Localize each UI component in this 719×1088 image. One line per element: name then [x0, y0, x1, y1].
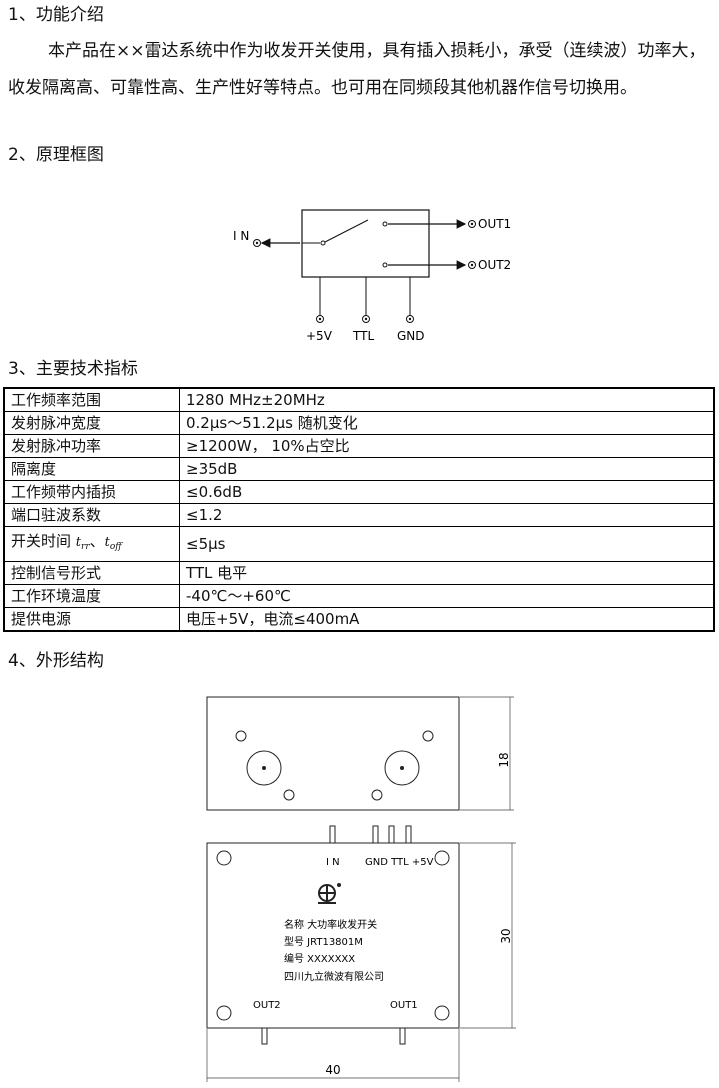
spec-value: 电压+5V，电流≤400mA [179, 607, 715, 632]
label-model-line: 型号 JRT13801M [284, 935, 363, 948]
label-serial-line: 编号 XXXXXXX [284, 952, 355, 965]
label-name-line: 名称 大功率收发开关 [284, 918, 377, 931]
top-view-body [206, 696, 460, 811]
spec-name: 工作频率范围 [3, 387, 180, 412]
mount-hole-icon [434, 850, 450, 866]
ttl-pin-icon [362, 315, 370, 323]
diagram-in-label: I N [233, 229, 249, 243]
gnd-pin [372, 825, 379, 844]
section-title-outline: 4、外形结构 [8, 651, 104, 671]
spec-value: ≥1200W， 10%占空比 [179, 434, 715, 458]
table-row: 开关时间 trr、toff ≤5μs [3, 526, 715, 562]
spec-name: 开关时间 [11, 532, 72, 550]
ttl-pin [388, 825, 395, 844]
dim-width: 40 [325, 1063, 340, 1077]
mount-hole-icon [283, 789, 295, 801]
dim-height-front: 30 [499, 928, 513, 943]
table-row: 发射脉冲功率≥1200W， 10%占空比 [3, 434, 715, 458]
section-title-diagram: 2、原理框图 [8, 145, 104, 165]
symbol-separator: 、 [89, 532, 105, 550]
out1-pin [399, 1027, 406, 1045]
intro-paragraph: 本产品在××雷达系统中作为收发开关使用，具有插入损耗小，承受（连续波）功率大，收… [8, 33, 712, 107]
table-row: 工作频带内插损≤0.6dB [3, 480, 715, 504]
spec-name: 发射脉冲宽度 [3, 411, 180, 435]
spec-name: 发射脉冲功率 [3, 434, 180, 458]
spec-name: 端口驻波系数 [3, 503, 180, 527]
in-pin [329, 825, 336, 844]
diagram-ttl-label: TTL [352, 329, 374, 343]
mount-hole-icon [235, 730, 247, 742]
mount-hole-icon [434, 1005, 450, 1021]
spec-value: 1280 MHz±20MHz [179, 387, 715, 412]
dim-height-top: 18 [497, 752, 511, 767]
connector-icon [384, 750, 420, 786]
in-port-icon [253, 239, 261, 247]
spec-name-switch-time: 开关时间 trr、toff [3, 526, 180, 562]
outline-out1-label: OUT1 [390, 1000, 418, 1011]
out2-pin [261, 1027, 268, 1045]
out2-port-icon [468, 261, 476, 269]
spec-name: 提供电源 [3, 607, 180, 632]
spec-value: -40℃～+60℃ [179, 584, 715, 608]
section-title-function: 1、功能介绍 [8, 5, 104, 25]
outline-pins-label: GND TTL +5V [365, 857, 434, 868]
mount-hole-icon [216, 1005, 232, 1021]
company-logo-icon [318, 883, 341, 904]
table-row: 端口驻波系数≤1.2 [3, 503, 715, 527]
t-off-symbol: toff [104, 535, 122, 552]
spec-value: ≥35dB [179, 457, 715, 481]
spec-value: ≤1.2 [179, 503, 715, 527]
diagram-gnd-label: GND [397, 329, 425, 343]
spec-name: 工作环境温度 [3, 584, 180, 608]
connector-icon [246, 750, 282, 786]
spec-value: TTL 电平 [179, 561, 715, 585]
table-row: 隔离度≥35dB [3, 457, 715, 481]
out1-port-icon [468, 220, 476, 228]
table-row: 提供电源电压+5V，电流≤400mA [3, 607, 715, 632]
v5-pin [405, 825, 412, 844]
diagram-out2-label: OUT2 [478, 258, 511, 272]
outline-in-label: I N [326, 857, 340, 868]
front-view-body [206, 842, 460, 1029]
t-rr-symbol: trr [75, 535, 90, 552]
mount-hole-icon [422, 730, 434, 742]
spec-value: 0.2μs～51.2μs 随机变化 [179, 411, 715, 435]
mount-hole-icon [371, 789, 383, 801]
intro-text: 本产品在××雷达系统中作为收发开关使用，具有插入损耗小，承受（连续波）功率大，收… [8, 41, 706, 98]
mount-hole-icon [216, 850, 232, 866]
spec-name: 控制信号形式 [3, 561, 180, 585]
spec-name: 工作频带内插损 [3, 480, 180, 504]
switch-arm [324, 219, 369, 243]
outline-out2-label: OUT2 [253, 1000, 281, 1011]
v5-pin-icon [316, 315, 324, 323]
table-row: 工作环境温度-40℃～+60℃ [3, 584, 715, 608]
gnd-pin-icon [406, 315, 414, 323]
spec-value: ≤5μs [179, 526, 715, 562]
spec-name: 隔离度 [3, 457, 180, 481]
outline-drawing: 18 I N GND TTL +5V 名称 大功率收发开关 型号 JRT1380… [206, 696, 516, 1082]
diagram-v5-label: +5V [306, 329, 333, 343]
principle-block-diagram: I N OUT1 OUT2 +5V TTL GND [233, 209, 511, 343]
spec-value: ≤0.6dB [179, 480, 715, 504]
diagram-out1-label: OUT1 [478, 217, 511, 231]
section-title-specs: 3、主要技术指标 [8, 359, 138, 379]
label-company-line: 四川九立微波有限公司 [284, 970, 384, 983]
